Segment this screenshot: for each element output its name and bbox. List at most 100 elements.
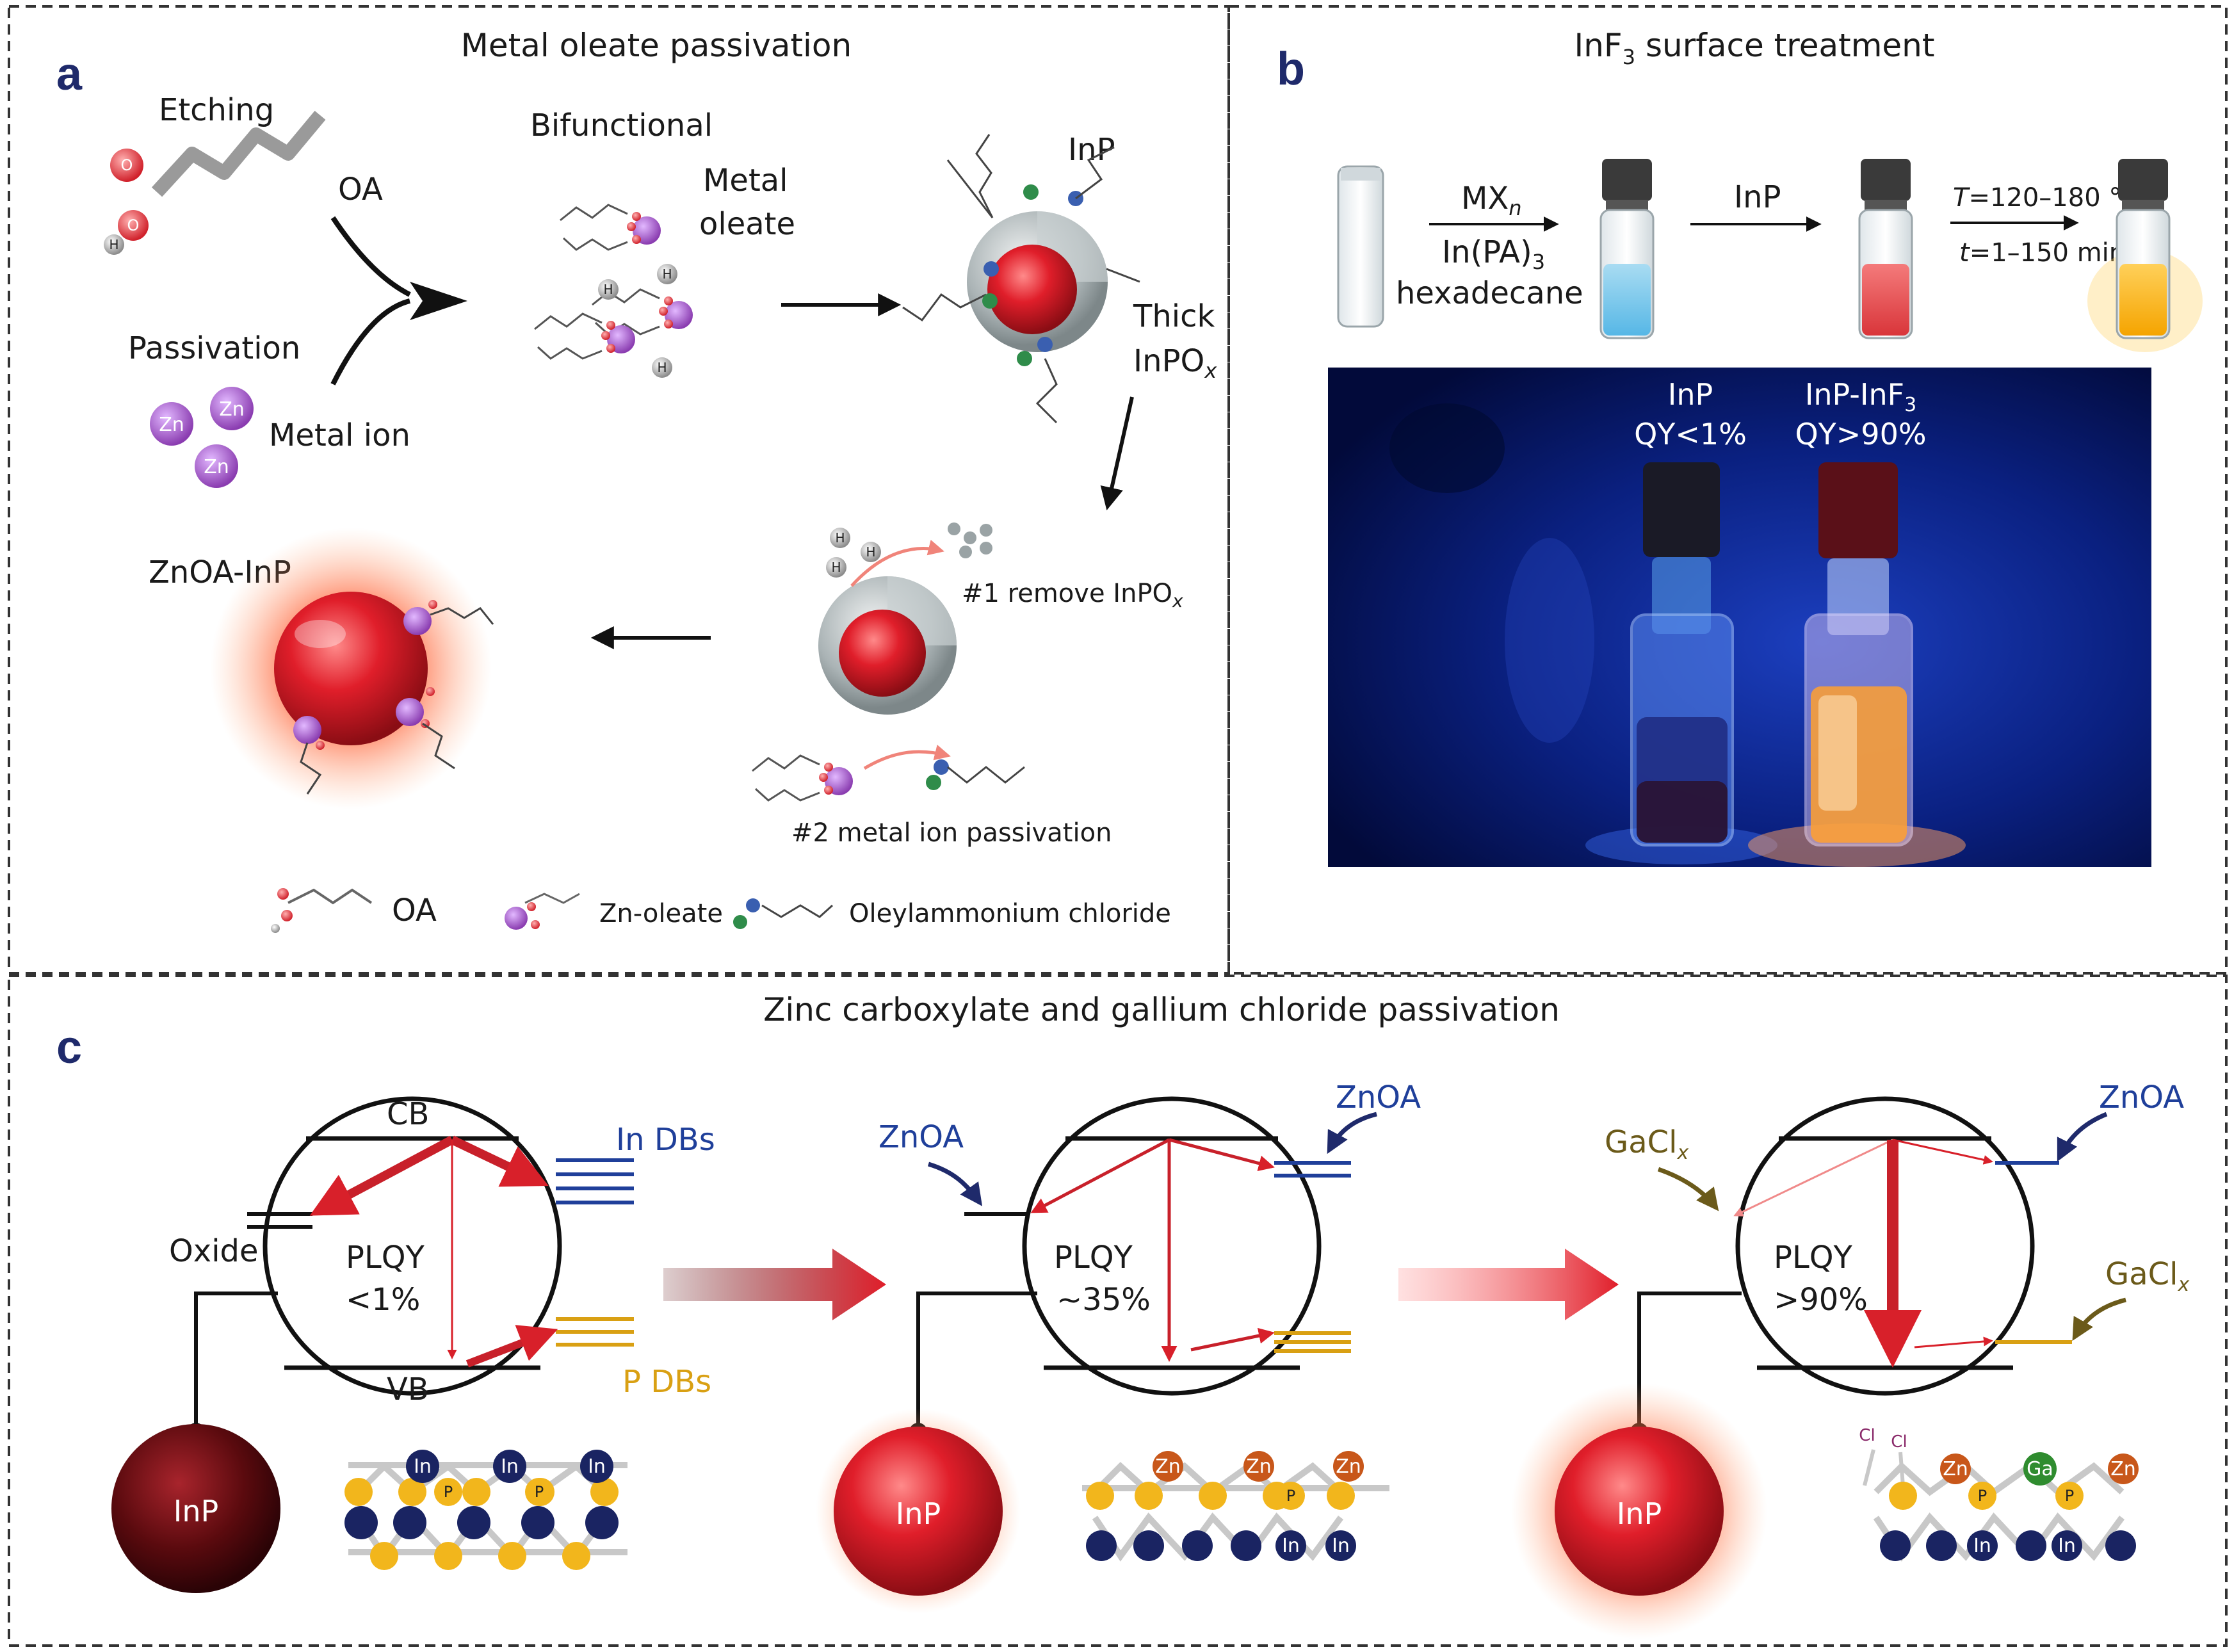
svg-text:Zn: Zn (219, 398, 245, 421)
plqy-value-1: <1% (346, 1282, 420, 1318)
panel-c-letter: c (56, 1022, 82, 1073)
p-dbs-label: P DBs (622, 1364, 711, 1400)
svg-text:In: In (588, 1455, 606, 1478)
svg-text:In: In (2058, 1535, 2076, 1557)
inp-step-label: InP (1734, 179, 1781, 215)
in-dbs-levels (556, 1158, 634, 1204)
gacl-label-3b: GaClx (2105, 1256, 2189, 1296)
plqy-label-1: PLQY (346, 1240, 425, 1275)
plqy-value-2: ~35% (1056, 1282, 1151, 1318)
svg-text:Zn: Zn (1155, 1455, 1181, 1478)
merge-arrow-icon (330, 216, 467, 385)
svg-text:Cl: Cl (1859, 1426, 1875, 1445)
svg-text:In: In (1282, 1535, 1300, 1557)
metal-ion-label: Metal ion (269, 417, 410, 453)
oa-label: OA (338, 172, 383, 207)
step1-label: #1 remove InPOx (962, 579, 1183, 611)
hexadecane-label: hexadecane (1396, 275, 1583, 311)
svg-text:O: O (121, 156, 133, 174)
photo-left-label-2: QY<1% (1634, 417, 1747, 451)
step2-reactants (751, 745, 1025, 802)
svg-text:H: H (831, 560, 841, 575)
bifunctional-label: Bifunctional (530, 108, 713, 143)
passivation-label: Passivation (128, 330, 300, 366)
oxide-label: Oxide (169, 1233, 259, 1269)
legend-oa: OA (392, 893, 437, 928)
svg-text:Zn: Zn (1336, 1455, 1361, 1478)
metal-oleate-label-1: Metal (703, 163, 788, 198)
metal-oleate-label-2: oleate (699, 206, 795, 242)
panel-a-legend: OA Zn-oleate Oleylammonium chloride (271, 888, 1171, 933)
p-dbs-levels (556, 1317, 634, 1347)
step1-byproducts: H H H (826, 522, 992, 587)
svg-text:O: O (127, 216, 140, 234)
photo-right-label-2: QY>90% (1795, 417, 1926, 451)
thick-label-2: InPOx (1133, 343, 1217, 383)
znoa-label-2b: ZnOA (878, 1119, 964, 1155)
mx-label: MXn (1461, 181, 1522, 220)
svg-text:P: P (535, 1483, 544, 1501)
time-label: t=1–150 min. (1959, 238, 2133, 268)
red-vial-icon (1858, 159, 1913, 339)
panel-a-letter: a (56, 49, 83, 100)
stage1-diagram: CB VB PLQY <1% In DBs P DBs Oxide (111, 1096, 715, 1593)
metal-oleate-cluster: H H H (533, 204, 694, 378)
vials-photo: InP QY<1% InP-InF3 QY>90% (1328, 368, 2151, 867)
gacl-label-3a: GaClx (1605, 1124, 1688, 1164)
svg-text:P: P (2065, 1487, 2074, 1505)
panel-a-border (8, 5, 1230, 975)
svg-text:In: In (501, 1455, 519, 1478)
znoa-label-3: ZnOA (2099, 1080, 2184, 1115)
lattice-3: Cl Cl Zn Zn Ga P P In In (1859, 1426, 2139, 1562)
panel-a-title: Metal oleate passivation (461, 27, 852, 64)
svg-text:H: H (109, 237, 118, 252)
arrow-down-icon (1100, 396, 1134, 511)
inpa-label: In(PA)3 (1442, 234, 1545, 274)
svg-text:Zn: Zn (204, 456, 229, 478)
zn-ions: Zn Zn Zn (150, 387, 254, 488)
stage2-diagram: PLQY ~35% ZnOA ZnOA InP Zn Zn Zn (816, 1080, 1421, 1614)
svg-text:In: In (1973, 1535, 1991, 1557)
svg-text:In: In (414, 1455, 432, 1478)
svg-text:P: P (1286, 1487, 1295, 1505)
znoa-inp-particle (210, 528, 494, 809)
step-particle (818, 576, 957, 715)
svg-text:H: H (866, 544, 875, 560)
inp-sphere-label-2: InP (896, 1496, 941, 1531)
znoa-label-2a: ZnOA (1336, 1080, 1421, 1115)
svg-text:Zn: Zn (159, 414, 184, 436)
temp-label: T=120–180 °C (1953, 183, 2139, 213)
svg-text:Zn: Zn (1943, 1458, 1968, 1480)
svg-text:H: H (662, 266, 672, 282)
stage-arrow-2-icon (1398, 1249, 1619, 1320)
svg-text:Zn: Zn (2110, 1458, 2136, 1480)
svg-text:Zn: Zn (1246, 1455, 1272, 1478)
yellow-vial-icon (2087, 159, 2203, 352)
svg-text:Cl: Cl (1891, 1432, 1907, 1452)
etching-label: Etching (159, 92, 274, 128)
svg-text:Ga: Ga (2027, 1458, 2053, 1480)
svg-text:H: H (603, 282, 613, 297)
vb-label-1: VB (387, 1372, 429, 1407)
stage3-diagram: PLQY >90% ZnOA GaClx GaClx InP Cl Cl Zn … (1511, 1080, 2189, 1639)
svg-text:In: In (1332, 1535, 1350, 1557)
panel-c-border (8, 975, 2228, 1647)
lattice-1: In In In P P (344, 1450, 627, 1570)
svg-text:H: H (835, 530, 845, 546)
legend-oleylammonium: Oleylammonium chloride (849, 899, 1171, 928)
inp-sphere-label-3: InP (1617, 1496, 1662, 1531)
inp-shell-particle (902, 134, 1140, 424)
panel-c-title: Zinc carboxylate and gallium chloride pa… (763, 991, 1560, 1028)
photo-right-label-1: InP-InF3 (1805, 377, 1916, 416)
in-dbs-label: In DBs (616, 1122, 715, 1158)
blue-vial-icon (1599, 159, 1655, 339)
legend-zn-oleate: Zn-oleate (599, 899, 723, 928)
step2-label: #2 metal ion passivation (791, 818, 1112, 848)
cb-label-1: CB (387, 1096, 429, 1132)
panel-b-title: InF3 surface treatment (1574, 27, 1935, 69)
svg-text:P: P (444, 1483, 453, 1501)
svg-text:H: H (657, 360, 667, 375)
stage-arrow-1-icon (663, 1249, 886, 1320)
svg-text:P: P (1978, 1487, 1987, 1505)
